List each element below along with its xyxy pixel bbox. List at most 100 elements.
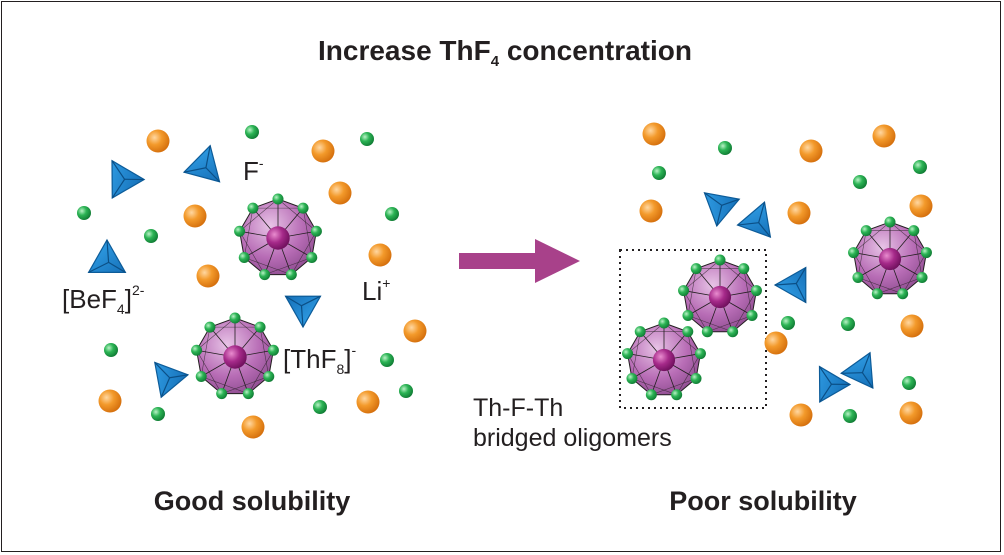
fluoride-vertex (658, 317, 670, 329)
thf8-polyhedron (622, 317, 706, 401)
lithium-ion (642, 122, 666, 146)
fluoride-vertex (242, 388, 254, 400)
lithium-ion (872, 124, 896, 148)
fluoride-vertex (690, 373, 702, 384)
fluoride-vertex (884, 216, 896, 228)
fluoride-ion (144, 229, 158, 243)
fluoride-vertex (746, 310, 758, 321)
label-thfluoride-sup: - (351, 342, 356, 358)
lithium-ion (764, 331, 788, 355)
fluoride-vertex (195, 371, 207, 382)
thorium-atom (223, 345, 247, 369)
fluoride-ion (652, 166, 666, 180)
fluoride-vertex (694, 348, 706, 360)
fluoride-ions (77, 125, 927, 423)
figure-title: Increase ThF4 concentration (318, 35, 692, 70)
label-thfluoride-close: ] (344, 344, 351, 374)
thf8-polyhedron (191, 312, 279, 400)
lithium-ion (241, 415, 265, 439)
fluoride-vertex (306, 252, 318, 263)
lithium-ion (403, 319, 427, 343)
lithium-ion (789, 403, 813, 427)
thorium-atom (878, 247, 902, 271)
fluoride-ion (313, 400, 327, 414)
oligomer-label-line2: bridged oligomers (473, 424, 672, 452)
fluoride-vertex (738, 263, 750, 275)
fluoride-vertex (238, 252, 250, 263)
thorium-atom (266, 226, 290, 250)
caption-poor-solubility: Poor solubility (669, 486, 857, 516)
bef4-tetrahedron (818, 365, 852, 403)
fluoride-vertex (690, 263, 702, 275)
fluoride-vertex (908, 225, 920, 237)
fluoride-ion (718, 141, 732, 155)
lithium-ion (196, 264, 220, 288)
fluoride-ion (151, 407, 165, 421)
title-suffix: concentration (499, 35, 692, 66)
bef4-tetrahedron (87, 238, 127, 273)
fluoride-ion (385, 207, 399, 221)
fluoride-vertex (310, 225, 322, 237)
fluoride-vertex (682, 310, 694, 321)
fluoride-vertex (678, 285, 690, 297)
fluoride-vertex (191, 344, 203, 356)
fluoride-vertex (634, 326, 646, 338)
fluoride-ion (360, 132, 374, 146)
label-fluoride-sup: - (259, 155, 264, 171)
caption-good-solubility: Good solubility (154, 486, 351, 516)
bef4-tetrahedron (736, 201, 772, 238)
bef4-tetrahedron (154, 361, 190, 399)
fluoride-vertex (626, 373, 638, 384)
fluoride-ion (853, 175, 867, 189)
lithium-ion (183, 204, 207, 228)
lithium-ion (356, 390, 380, 414)
lithium-ion (900, 314, 924, 338)
bef4-tetrahedron (182, 144, 221, 183)
fluoride-vertex (852, 272, 864, 283)
label-befluoride-close: ] (125, 284, 132, 314)
fluoride-ion (104, 343, 118, 357)
lithium-ion (909, 194, 933, 218)
thf8-polyhedron (848, 216, 932, 300)
fluoride-vertex (259, 269, 271, 281)
label-befluoride: [BeF4]2- (62, 282, 145, 317)
label-befluoride-sup: 2- (132, 282, 145, 298)
fluoride-ion (399, 384, 413, 398)
fluoride-vertex (263, 371, 275, 382)
fluoride-vertex (285, 269, 297, 281)
fluoride-ion (380, 353, 394, 367)
bef4-tetrahedron (111, 159, 146, 199)
label-fluoride-text: F (243, 156, 259, 186)
bef4-tetrahedron (773, 266, 807, 304)
label-thfluoride: [ThF8]- (283, 342, 356, 377)
fluoride-vertex (204, 321, 216, 333)
fluoride-ion (841, 317, 855, 331)
fluoride-vertex (871, 288, 883, 300)
fluoride-vertex (272, 193, 284, 205)
fluoride-ion (781, 316, 795, 330)
bef4-tetrahedron (284, 295, 322, 329)
fluoride-ion (913, 160, 927, 174)
label-lithium-sup: + (382, 275, 390, 291)
label-thfluoride-open: [ThF (283, 344, 336, 374)
fluoride-vertex (229, 312, 241, 324)
fluoride-vertex (916, 272, 928, 283)
fluoride-vertex (897, 288, 909, 300)
fluoride-vertex (297, 202, 309, 214)
thf8-polyhedron (678, 254, 762, 338)
fluoride-vertex (267, 344, 279, 356)
title-subscript: 4 (491, 53, 500, 70)
fluoride-vertex (234, 225, 246, 237)
fluoride-vertex (247, 202, 259, 214)
lithium-ion (787, 201, 811, 225)
fluoride-ion (843, 409, 857, 423)
lithium-ion (146, 129, 170, 153)
lithium-ion (98, 389, 122, 413)
fluoride-ion (245, 125, 259, 139)
fluoride-vertex (622, 348, 634, 360)
fluoride-vertex (920, 247, 932, 259)
fluoride-vertex (216, 388, 228, 400)
label-thfluoride-sub: 8 (336, 361, 344, 377)
